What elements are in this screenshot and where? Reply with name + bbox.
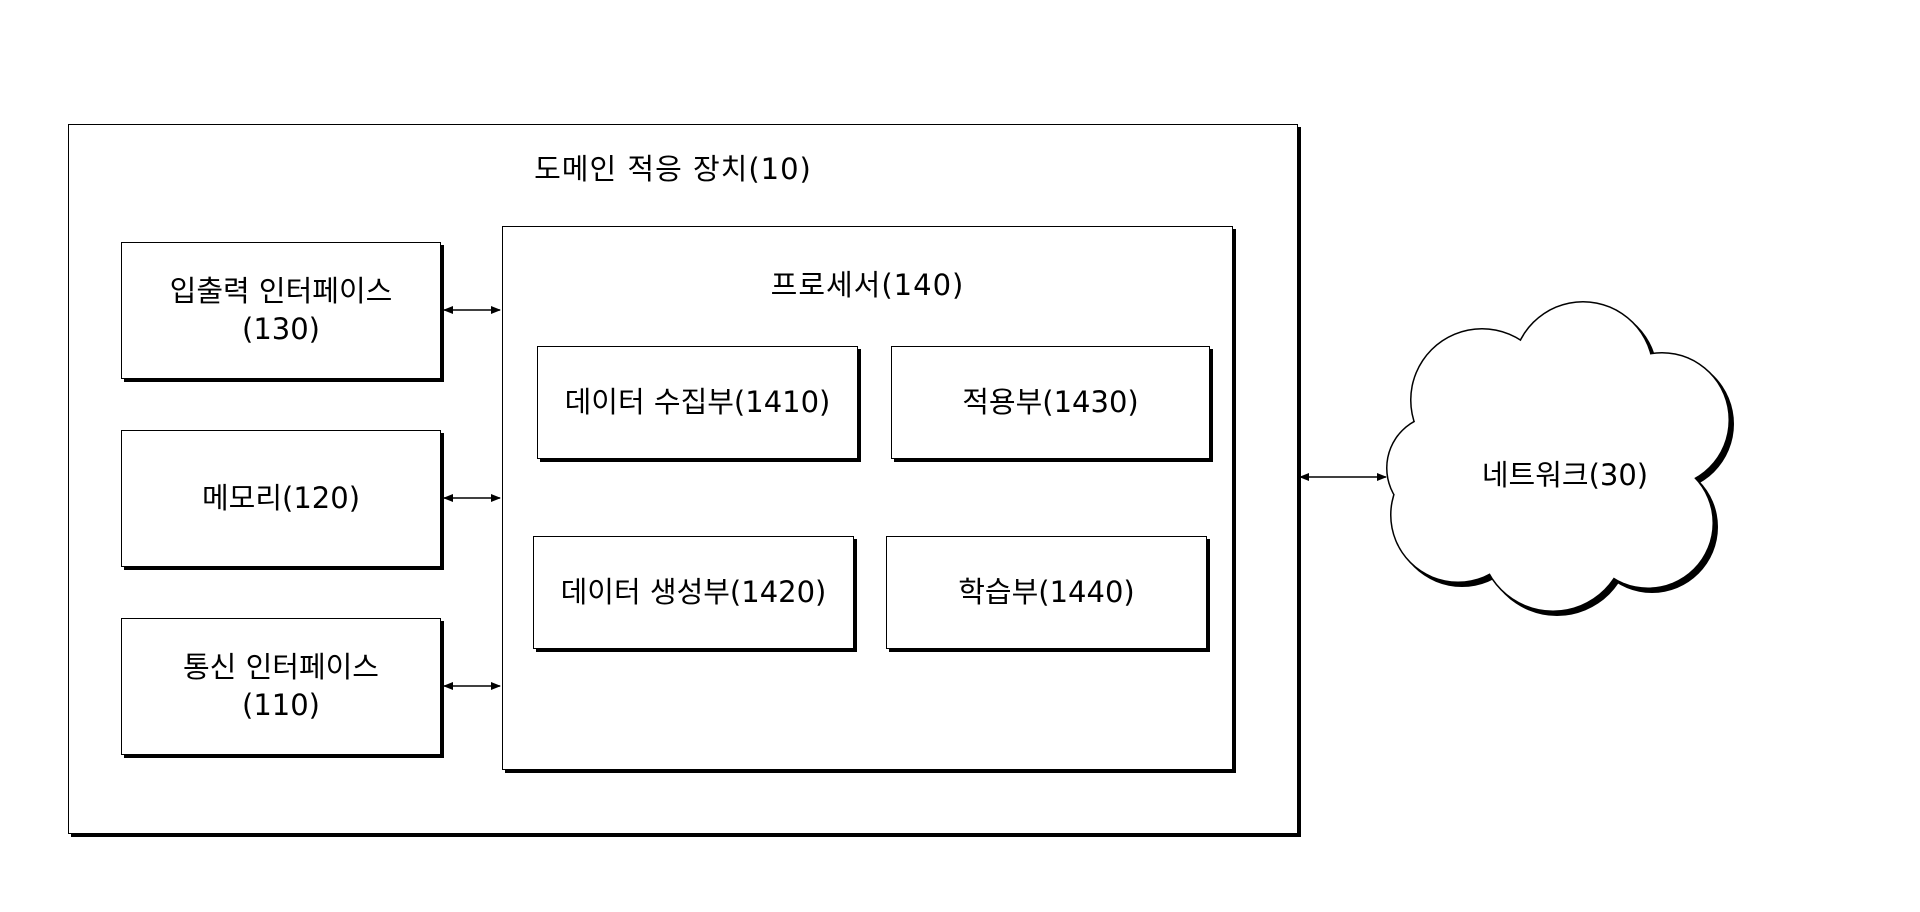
data-collection-module: 데이터 수집부(1410) — [537, 346, 858, 459]
memory-box: 메모리(120) — [121, 430, 441, 567]
comm-interface-label: 통신 인터페이스 — [183, 649, 379, 684]
data-generation-label: 데이터 생성부(1420) — [560, 574, 827, 609]
io-interface-box: 입출력 인터페이스 (130) — [121, 242, 441, 379]
io-interface-number: (130) — [242, 311, 320, 346]
comm-interface-box: 통신 인터페이스 (110) — [121, 618, 441, 755]
data-generation-module: 데이터 생성부(1420) — [533, 536, 854, 649]
memory-label: 메모리(120) — [201, 480, 361, 515]
learning-label: 학습부(1440) — [958, 574, 1135, 609]
device-title: 도메인 적응 장치(10) — [534, 152, 812, 186]
comm-interface-number: (110) — [242, 687, 320, 722]
processor-title: 프로세서(140) — [770, 268, 965, 302]
adaptation-module: 적용부(1430) — [891, 346, 1210, 459]
processor-box: 프로세서(140) — [502, 226, 1233, 770]
learning-module: 학습부(1440) — [886, 536, 1207, 649]
adaptation-label: 적용부(1430) — [962, 384, 1139, 419]
io-interface-label: 입출력 인터페이스 — [169, 273, 393, 308]
network-label: 네트워크(30) — [1481, 458, 1649, 492]
data-collection-label: 데이터 수집부(1410) — [564, 384, 831, 419]
